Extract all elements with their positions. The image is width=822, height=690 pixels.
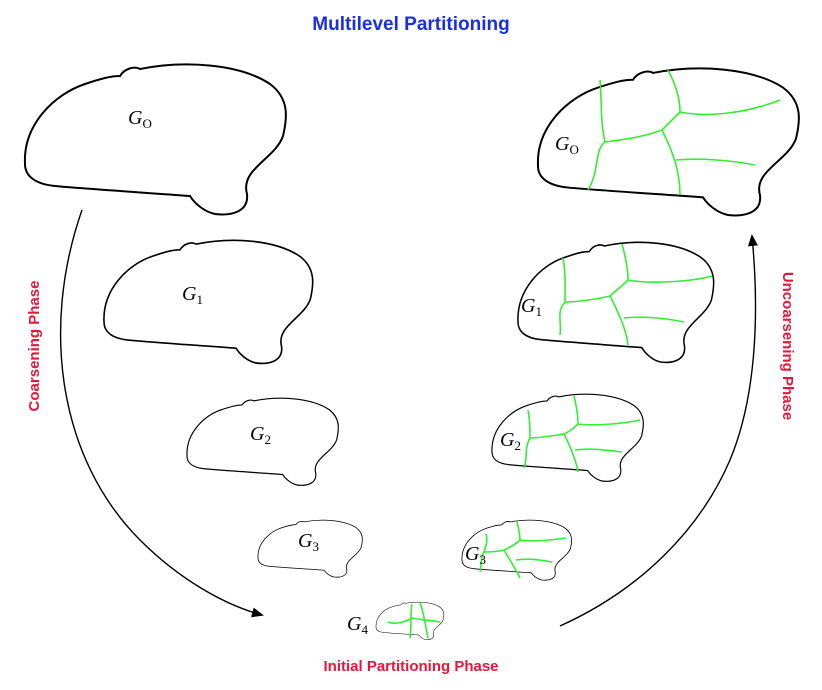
right-graph-g1: G1 <box>517 241 715 364</box>
right-graph-g3: G3 <box>461 519 573 581</box>
svg-text:G3: G3 <box>465 543 486 567</box>
initial-partitioning-phase-label: Initial Partitioning Phase <box>323 658 498 675</box>
svg-text:GO: GO <box>555 133 579 157</box>
coarsening-phase-label: Coarsening Phase <box>26 281 43 412</box>
left-graph-g0: GO <box>23 63 287 216</box>
right-graph-g0: GO <box>536 67 800 217</box>
right-graph-g2: G2 <box>491 393 644 482</box>
uncoarsening-arrow <box>559 234 758 627</box>
svg-text:G4: G4 <box>347 613 368 637</box>
diagram-title: Multilevel Partitioning <box>312 14 509 35</box>
svg-text:GO: GO <box>128 107 152 131</box>
left-graph-g1: G1 <box>103 239 314 365</box>
left-graph-g3: G3 <box>257 519 363 578</box>
svg-text:G1: G1 <box>182 283 203 307</box>
graph-letter: G <box>128 107 143 129</box>
bottom-graph-g4: G4 <box>347 601 445 640</box>
graph-subscript: O <box>142 116 151 131</box>
uncoarsening-phase-label: Uncoarsening Phase <box>779 272 796 420</box>
svg-text:G1: G1 <box>521 295 542 319</box>
svg-text:G2: G2 <box>250 423 271 447</box>
svg-text:G2: G2 <box>500 429 521 453</box>
svg-text:G3: G3 <box>298 530 319 554</box>
left-graph-g2: G2 <box>186 397 339 486</box>
coarsening-arrow <box>59 209 264 618</box>
